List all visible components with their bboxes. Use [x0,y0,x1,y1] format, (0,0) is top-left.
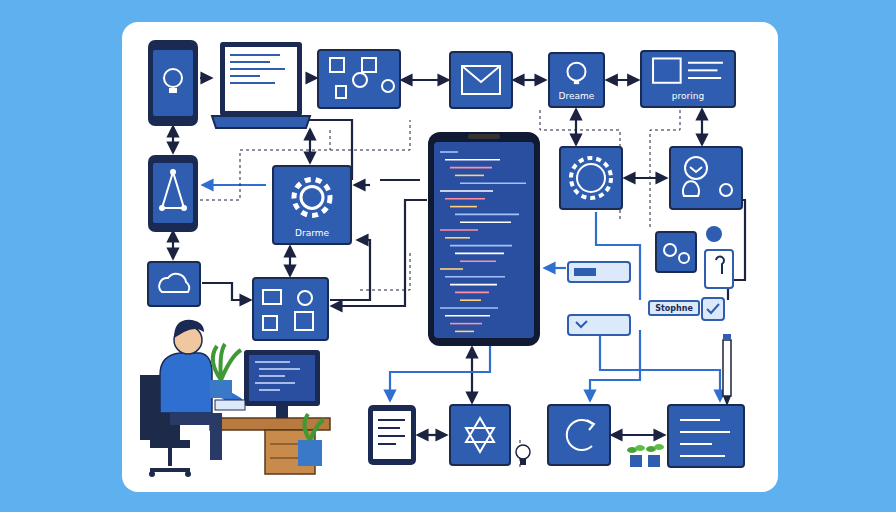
node-label: Drarme [295,228,329,239]
process-box: Dreame [548,52,605,108]
person-at-desk [140,320,330,477]
tablet-icon [368,405,416,465]
arrows [173,78,745,435]
pencil-icon [723,334,731,406]
box-icons [159,58,732,456]
connector [606,79,639,81]
phone-icon [148,155,198,232]
node-label: Dreame [559,91,595,102]
dashed-lines [200,110,680,470]
node-label: proring [672,91,704,102]
label-tag: Stophne [648,300,700,316]
process-box: Drarme [272,165,352,245]
bulb-icon [516,445,530,465]
panel [122,22,778,492]
node-label: Stophne [655,303,693,314]
plants [627,444,664,467]
laptop-icon [212,42,310,128]
icon-boxes [148,50,744,467]
process-box: proring [640,50,736,108]
phone-code [428,132,540,346]
cards [568,226,733,335]
phone-icon [148,40,198,126]
